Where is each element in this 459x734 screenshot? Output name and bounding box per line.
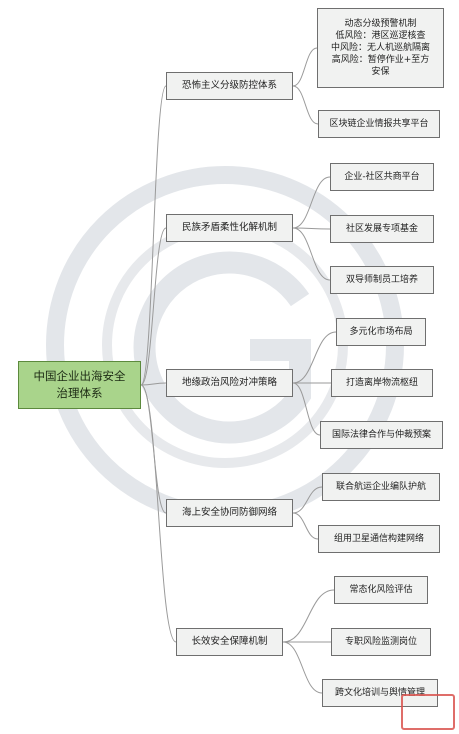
branch-label: 恐怖主义分级防控体系 [181,80,277,91]
leaf-node-risk-assessment[interactable]: 常态化风险评估 [334,576,428,604]
connector-line [292,486,323,514]
leaf-label: 动态分级预警机制 低风险：港区巡逻核查 中风险：无人机巡航隔离 高风险：暂停作业… [330,19,430,77]
corner-stamp-logo [401,694,455,730]
branch-node-long-term-security[interactable]: 长效安全保障机制 [176,628,283,656]
branch-node-ethnic-conflict[interactable]: 民族矛盾柔性化解机制 [166,214,293,242]
connector-line [140,382,167,386]
branch-label: 地缘政治风险对冲策略 [181,377,277,388]
connector-line [292,85,319,125]
leaf-node-risk-monitoring[interactable]: 专职风险监测岗位 [331,628,431,656]
connector-line [140,384,177,643]
leaf-node-escort-fleet[interactable]: 联合航运企业编队护航 [322,473,440,501]
leaf-node-community-platform[interactable]: 企业-社区共商平台 [330,163,434,191]
leaf-node-logistics-hub[interactable]: 打造离岸物流枢纽 [331,369,433,397]
root-node-label: 中国企业出海安全 治理体系 [33,369,126,400]
root-node[interactable]: 中国企业出海安全 治理体系 [18,361,141,409]
connector-line [292,382,321,436]
leaf-node-blockchain-platform[interactable]: 区块链企业情报共享平台 [318,110,440,138]
leaf-label: 区块链企业情报共享平台 [329,119,429,129]
connector-line [140,85,167,386]
connector-line [292,512,319,540]
connector-line [292,227,331,281]
leaf-label: 专职风险监测岗位 [344,637,417,647]
branch-label: 长效安全保障机制 [191,636,268,647]
leaf-node-community-fund[interactable]: 社区发展专项基金 [330,215,434,243]
branch-label: 海上安全协同防御网络 [181,507,277,518]
leaf-node-dual-mentor[interactable]: 双导师制员工培养 [330,266,434,294]
connector-line [292,227,331,230]
connector-line [282,641,323,694]
connector-line [292,176,331,229]
leaf-node-market-diversification[interactable]: 多元化市场布局 [336,318,426,346]
leaf-label: 多元化市场布局 [349,327,413,337]
leaf-node-cross-cultural[interactable]: 跨文化培训与舆情管理 [322,679,438,707]
leaf-node-satellite-network[interactable]: 组用卫星通信构建网络 [318,525,440,553]
leaf-node-dynamic-warning[interactable]: 动态分级预警机制 低风险：港区巡逻核查 中风险：无人机巡航隔离 高风险：暂停作业… [317,8,444,88]
leaf-label: 双导师制员工培养 [345,275,418,285]
connector-line [140,227,167,386]
leaf-label: 打造离岸物流枢纽 [345,378,418,388]
leaf-label: 联合航运企业编队护航 [335,482,426,492]
connector-line [282,589,335,643]
leaf-label: 社区发展专项基金 [345,224,418,234]
leaf-node-legal-arbitration[interactable]: 国际法律合作与仲裁预案 [320,421,443,449]
leaf-label: 跨文化培训与舆情管理 [334,688,425,698]
connector-line [292,331,337,384]
branch-node-geopolitical[interactable]: 地缘政治风险对冲策略 [166,369,293,397]
leaf-label: 企业-社区共商平台 [344,172,420,182]
branch-node-terrorism[interactable]: 恐怖主义分级防控体系 [166,72,293,100]
leaf-label: 国际法律合作与仲裁预案 [331,430,431,440]
branch-node-maritime-defense[interactable]: 海上安全协同防御网络 [166,499,293,527]
branch-label: 民族矛盾柔性化解机制 [181,222,277,233]
leaf-label: 组用卫星通信构建网络 [333,534,424,544]
connector-line [292,47,318,87]
leaf-label: 常态化风险评估 [349,585,413,595]
